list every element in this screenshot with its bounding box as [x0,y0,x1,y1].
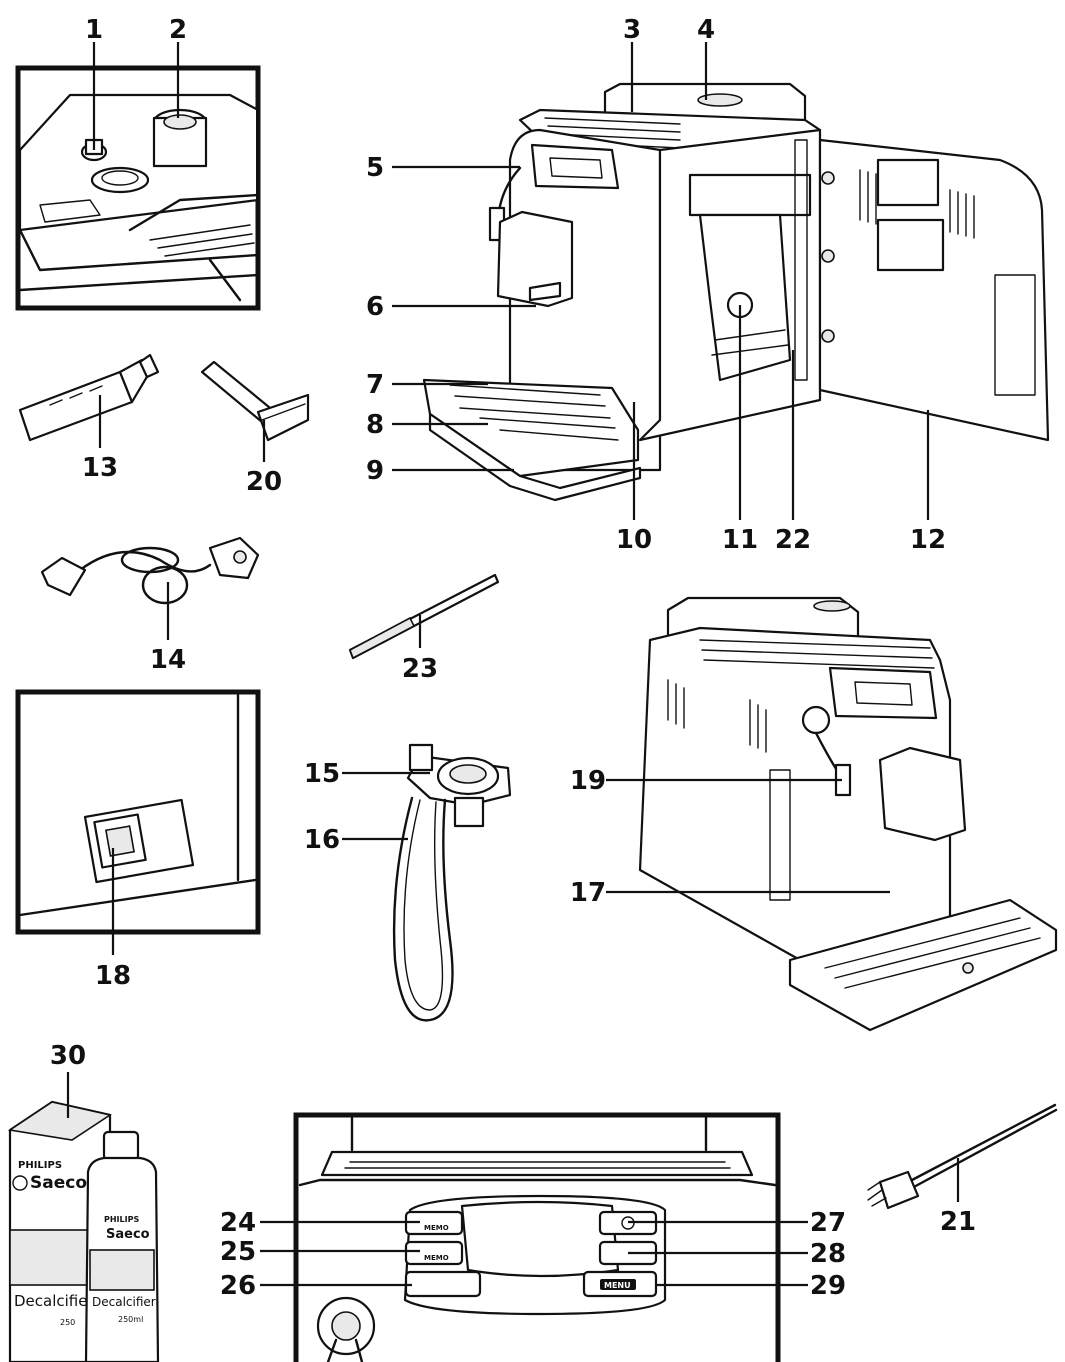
label-1: 1 [85,15,103,45]
label-11: 11 [722,525,758,555]
menu-label: MENU [604,1281,631,1290]
label-6: 6 [366,292,384,322]
label-17: 17 [570,878,606,908]
cleaning-brush [867,1103,1058,1210]
box-brand-top: PHILIPS [18,1160,62,1171]
milk-pipe [392,743,512,1022]
label-9: 9 [366,456,384,486]
label-24: 24 [220,1208,256,1238]
box-product-text: Decalcifier [14,1292,94,1310]
decalcifier-package: PHILIPS Saeco Decalcifier 250 PHILIPS Sa… [7,1100,160,1362]
memo-label-2: MEMO [424,1254,449,1262]
label-30: 30 [50,1041,86,1071]
memo-label-1: MEMO [424,1224,449,1232]
power-cord [40,536,260,605]
label-22: 22 [775,525,811,555]
coffee-scoop [200,360,310,442]
test-strip [348,573,500,660]
control-panel-detail: MEMO MEMO MENU [293,1112,781,1362]
label-29: 29 [810,1271,846,1301]
label-26: 26 [220,1271,256,1301]
label-12: 12 [910,525,946,555]
label-28: 28 [810,1239,846,1269]
leader-lines [66,42,960,1287]
label-27: 27 [810,1208,846,1238]
label-5: 5 [366,153,384,183]
label-2: 2 [169,15,187,45]
lubricant-tube [18,353,160,442]
label-4: 4 [697,15,715,45]
box-volume-text: 250 [60,1318,75,1327]
label-7: 7 [366,370,384,400]
part-labels: 1 2 3 4 5 6 7 8 9 10 11 22 12 13 20 14 2… [50,15,976,1301]
bottle-brand-top: PHILIPS [104,1215,139,1224]
bottle-product-text: Decalcifier [92,1295,156,1309]
label-13: 13 [82,453,118,483]
machine-side-view [422,82,1050,502]
label-15: 15 [304,759,340,789]
label-20: 20 [246,467,282,497]
label-10: 10 [616,525,652,555]
inset-grinder-detail [15,65,261,311]
label-23: 23 [402,654,438,684]
box-brand-name: Saeco [30,1173,87,1193]
label-8: 8 [366,410,384,440]
label-21: 21 [940,1207,976,1237]
label-25: 25 [220,1237,256,1267]
machine-front-view [638,596,1058,1032]
bottle-volume-text: 250ml [118,1315,143,1324]
bottle-brand-name: Saeco [106,1227,150,1242]
label-3: 3 [623,15,641,45]
label-18: 18 [95,961,131,991]
label-14: 14 [150,645,186,675]
label-16: 16 [304,825,340,855]
inset-power-socket [15,689,261,935]
label-19: 19 [570,766,606,796]
